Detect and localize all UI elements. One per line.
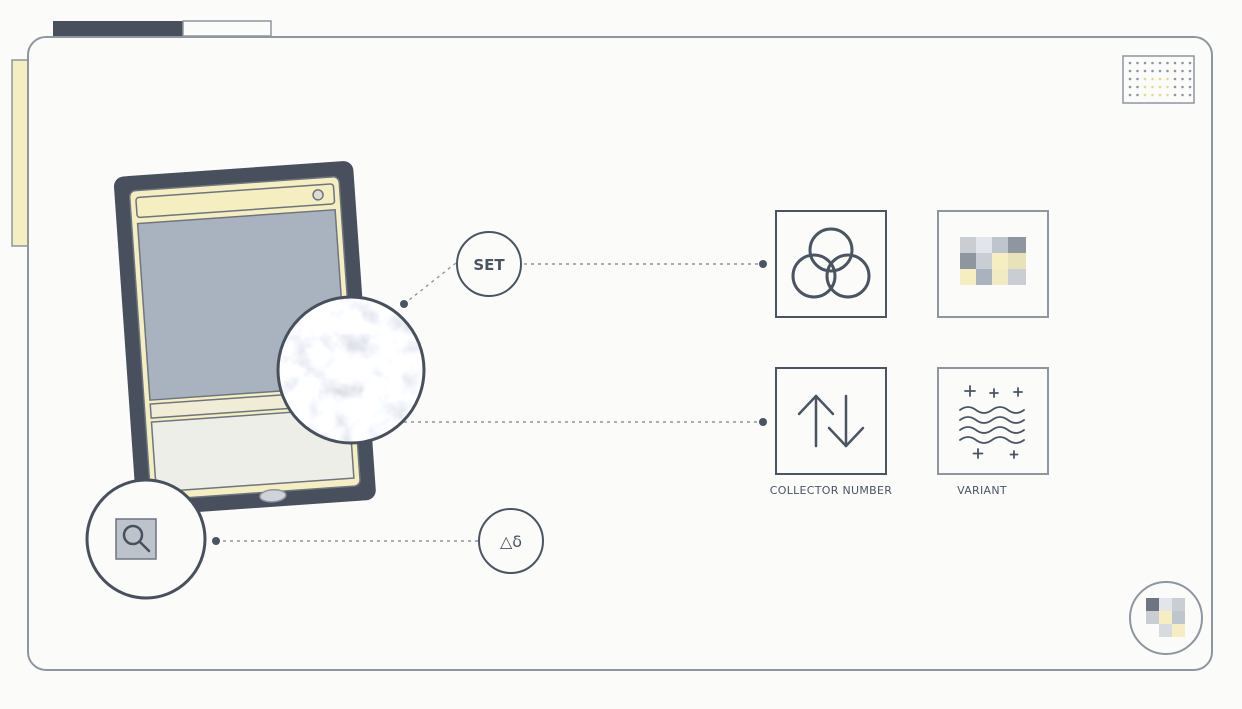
grid-dot (1136, 85, 1139, 89)
grid-dot (1173, 69, 1177, 73)
grid-dot (1188, 93, 1192, 97)
grid-dot (1136, 69, 1139, 73)
magnifier-icon (122, 524, 151, 553)
collector-number-label: COLLECTOR NUMBER (769, 484, 893, 497)
grid-dot (1128, 69, 1132, 73)
grid-dot (1143, 93, 1147, 97)
grid-dot (1166, 61, 1169, 65)
grid-dot (1143, 61, 1147, 65)
grid-dot (1143, 85, 1147, 89)
grid-dot (1151, 77, 1154, 81)
grid-dot (1181, 69, 1184, 73)
grid-dot (1173, 85, 1177, 89)
grid-dot (1158, 61, 1162, 65)
venn-icon-box (775, 210, 887, 318)
grid-dot (1151, 69, 1154, 73)
connectors (216, 262, 763, 542)
grid-dot (1128, 61, 1132, 65)
connector-dots (212, 260, 767, 545)
collector-number-box (775, 367, 887, 475)
grid-dot (1188, 85, 1192, 89)
pixel-mosaic-icon (960, 237, 1026, 285)
corner-dot-grid (1122, 55, 1195, 104)
grid-dot (1136, 93, 1139, 97)
grid-dot (1136, 61, 1139, 65)
wavy-lines-sparkle-icon (959, 385, 1025, 459)
set-badge-label: SET (473, 256, 505, 274)
grid-dot (1181, 61, 1184, 65)
grid-dot (1181, 77, 1184, 81)
corner-mosaic-badge (1129, 581, 1203, 655)
grid-dot (1151, 61, 1154, 65)
grid-dot (1151, 93, 1154, 97)
venn-circles-icon (791, 227, 871, 299)
grid-dot (1143, 77, 1147, 81)
grid-dot (1173, 77, 1177, 81)
grid-dot (1166, 85, 1169, 89)
grid-dot (1128, 85, 1132, 89)
grid-dot (1188, 77, 1192, 81)
grid-dot (1136, 77, 1139, 81)
symbol-badge-label: △δ (500, 532, 522, 551)
grid-dot (1128, 77, 1132, 81)
grid-dot (1166, 93, 1169, 97)
grid-dot (1158, 85, 1162, 89)
up-down-arrows-icon (797, 394, 865, 448)
grid-dot (1173, 61, 1177, 65)
foil-texture-magnifier (276, 295, 426, 445)
mosaic-icon-box (937, 210, 1049, 318)
pixel-mosaic-icon (1146, 598, 1185, 637)
grid-dot (1143, 69, 1147, 73)
grid-dot (1188, 69, 1192, 73)
symbol-badge: △δ (478, 508, 544, 574)
grid-dot (1188, 61, 1192, 65)
grid-dot (1128, 93, 1132, 97)
search-lens (85, 478, 207, 600)
grid-dot (1158, 69, 1162, 73)
variant-box (937, 367, 1049, 475)
variant-label: VARIANT (957, 484, 1007, 497)
grid-dot (1151, 85, 1154, 89)
grid-dot (1173, 93, 1177, 97)
grid-dot (1158, 77, 1162, 81)
grid-dot (1181, 85, 1184, 89)
grid-dot (1166, 69, 1169, 73)
dot-grid-icon (1128, 61, 1192, 97)
set-badge: SET (456, 231, 522, 297)
grid-dot (1158, 93, 1162, 97)
grid-dot (1181, 93, 1184, 97)
grid-dot (1166, 77, 1169, 81)
